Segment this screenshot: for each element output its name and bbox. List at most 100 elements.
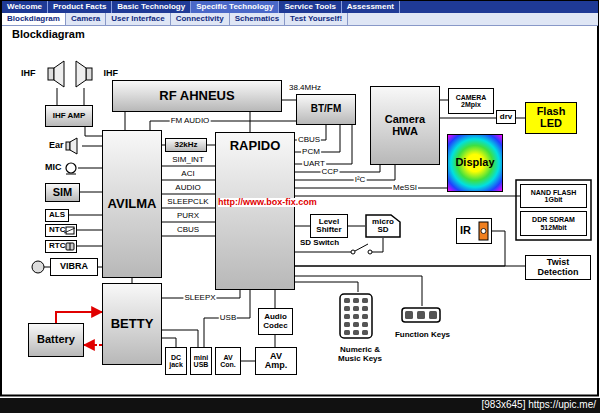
nav-tab: Product Facts	[48, 1, 112, 13]
node-text: VIBRA	[60, 262, 88, 271]
connector	[57, 88, 58, 105]
chip-box: RF AHNEUS	[112, 80, 282, 112]
nav-tab: Connectivity	[171, 13, 230, 25]
nav-tab: Test Yourself!	[285, 13, 348, 25]
connector	[69, 215, 102, 216]
node-text: Camera HWA	[380, 114, 430, 137]
nav-tab: Basic Technology	[112, 1, 191, 13]
microphone-symbol	[66, 174, 76, 175]
node-text: BT/FM	[311, 104, 342, 115]
signal-label: I²C	[354, 176, 367, 184]
signal-label: MeSSI	[392, 184, 418, 192]
vibra-box: VIBRA	[50, 258, 98, 276]
key-symbols	[344, 298, 437, 335]
nav-tab: Specific Technology	[191, 1, 279, 13]
memory-box: DDR SDRAM 512Mbit	[520, 211, 587, 236]
node-text: NAND FLASH 1Gbit	[530, 189, 578, 204]
node-text: Audio Codec	[261, 313, 290, 330]
key-symbol	[417, 311, 425, 319]
node-text: IHF AMP	[53, 112, 86, 120]
switch-symbol	[368, 250, 372, 254]
ir-component	[479, 222, 488, 240]
sim-box: SIM	[45, 183, 80, 202]
sd-card-outline	[366, 215, 400, 237]
chip-box: BETTY	[102, 283, 162, 365]
node-text: AVILMA	[108, 197, 157, 211]
speaker: IHF	[18, 60, 66, 88]
node-text: Function Keys	[395, 331, 450, 339]
connector	[348, 226, 365, 227]
connector-box: AV Con.	[215, 347, 241, 375]
amp-box: AV Amp.	[255, 347, 297, 375]
node-text: IHF	[104, 69, 119, 78]
sd-switch-wire	[295, 252, 351, 253]
connector	[295, 266, 525, 267]
earpiece-symbol	[70, 138, 77, 154]
ir-component	[481, 229, 486, 234]
nav-tab: Assessment	[342, 1, 400, 13]
resistor-symbol	[64, 228, 75, 233]
node-text: mini USB	[193, 354, 209, 369]
connector	[84, 88, 85, 105]
signal-label: SIM_INT	[171, 156, 205, 164]
nav-tab: User Interface	[106, 13, 170, 25]
node-text: DDR SDRAM 512Mbit	[526, 216, 581, 231]
connector	[125, 112, 126, 130]
node-text: RAPIDO	[230, 139, 281, 153]
node-text: Numeric & Music Keys	[332, 346, 388, 363]
cell-symbol	[70, 243, 71, 250]
page-title: Blockdiagram	[12, 29, 85, 40]
led-box: Flash LED	[525, 102, 577, 134]
connector	[162, 208, 215, 209]
key-symbol	[353, 322, 359, 327]
node-text: RF AHNEUS	[159, 89, 234, 103]
node-text: Display	[455, 157, 494, 169]
node-text: NTC	[49, 226, 65, 234]
nav-tab: Service Tools	[279, 1, 341, 13]
key-symbol	[344, 298, 350, 303]
chip-box: AVILMA	[102, 130, 162, 278]
switch-symbol	[351, 250, 355, 254]
signal-label: PCM	[301, 148, 321, 156]
nav-bar: WelcomeProduct FactsBasic TechnologySpec…	[2, 1, 598, 13]
microphone: MIC	[42, 160, 78, 176]
node-text: micro SD	[368, 218, 398, 235]
sd-card: micro SD	[365, 214, 401, 238]
key-symbol	[429, 311, 437, 319]
watermark: http://www.box-fix.com	[218, 198, 317, 207]
key-symbol	[353, 314, 359, 319]
connector	[207, 145, 215, 146]
connector	[78, 168, 102, 169]
node-text: Level Shifter	[314, 218, 345, 235]
signal-label: CCP	[321, 168, 340, 176]
connector	[162, 330, 198, 347]
connector	[82, 146, 102, 147]
signal-label: FM AUDIO	[170, 117, 211, 125]
display-box: Display	[447, 134, 503, 192]
connector	[162, 180, 215, 181]
node-text: BETTY	[111, 317, 154, 331]
connector	[275, 290, 276, 308]
node-text: MIC	[45, 163, 62, 172]
node-text: Battery	[37, 334, 75, 346]
key-symbol	[353, 306, 359, 311]
connector	[241, 361, 255, 362]
connector	[295, 125, 352, 164]
keypad-symbol	[340, 294, 372, 338]
key-symbol	[362, 330, 368, 335]
codec-box: Audio Codec	[258, 308, 293, 335]
chip-box: RAPIDO	[215, 132, 295, 290]
memory-box: NAND FLASH 1Gbit	[520, 184, 587, 208]
key-symbol	[353, 298, 359, 303]
node-text: DC jack	[168, 354, 184, 369]
shifter-box: Level Shifter	[310, 214, 348, 238]
connector	[275, 335, 276, 347]
connector-box: mini USB	[190, 347, 212, 375]
nav-tab: Camera	[66, 13, 106, 25]
signal-label: 38.4MHz	[288, 84, 322, 92]
node-text: RTC	[49, 242, 65, 250]
connector	[250, 112, 251, 132]
signal-label: AUDIO	[174, 184, 201, 192]
connector	[80, 192, 102, 193]
node-text: IR	[460, 225, 471, 237]
